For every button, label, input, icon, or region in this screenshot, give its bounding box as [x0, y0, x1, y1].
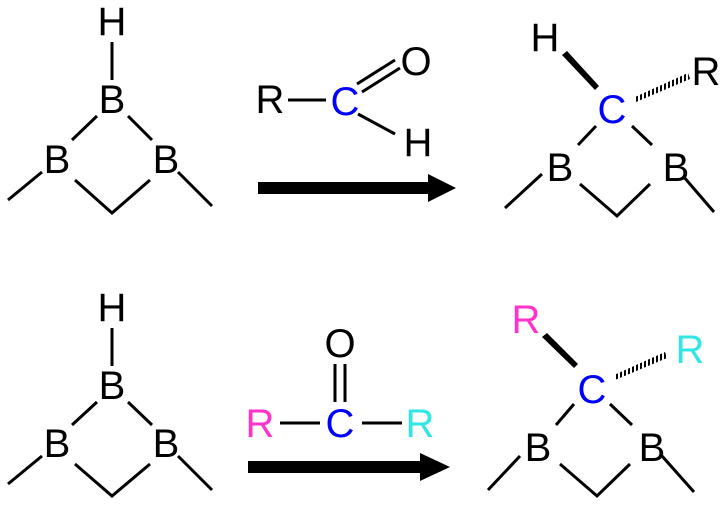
reactant-1-borane-cluster: H B B B: [7, 0, 214, 215]
boron-atom-left: B: [44, 422, 71, 466]
boron-atom-top: B: [99, 364, 126, 408]
r-group-magenta: R: [512, 298, 541, 342]
ketone-reagent: O C R R: [246, 322, 435, 446]
hydrogen-atom: H: [404, 121, 433, 165]
r-group-cyan: R: [406, 402, 435, 446]
hydrogen-atom: H: [531, 16, 560, 60]
r-group-cyan: R: [676, 328, 705, 372]
hydrogen-atom: H: [98, 0, 127, 44]
product-1: H C R B B: [503, 16, 721, 219]
reaction-arrow-2: [248, 453, 450, 481]
carbon-atom: C: [598, 88, 627, 132]
hydrogen-atom: H: [98, 286, 127, 330]
carbon-atom: C: [331, 80, 360, 124]
r-group-magenta: R: [246, 402, 275, 446]
oxygen-atom: O: [324, 322, 355, 366]
reactant-2-borane-cluster: H B B B: [7, 286, 214, 498]
hashed-bond: [614, 352, 667, 380]
boron-atom-left: B: [525, 426, 552, 470]
carbon-atom: C: [326, 402, 355, 446]
carbon-atom: C: [578, 368, 607, 412]
boron-atom-left: B: [44, 138, 71, 182]
boron-atom-right: B: [663, 146, 690, 190]
boron-atom-left: B: [547, 146, 574, 190]
hashed-bond: [635, 73, 690, 102]
reaction-arrow-1: [258, 174, 456, 202]
boron-atom-right: B: [153, 422, 180, 466]
boron-atom-right: B: [153, 138, 180, 182]
boron-atom-top: B: [99, 78, 126, 122]
aldehyde-reagent: R C O H: [256, 40, 433, 165]
wedge-bond: [542, 333, 578, 368]
r-group: R: [692, 50, 721, 94]
oxygen-atom: O: [400, 40, 431, 84]
boron-atom-right: B: [639, 426, 666, 470]
r-group: R: [256, 78, 285, 122]
product-2: R C R B B: [486, 298, 705, 499]
wedge-bond: [562, 51, 599, 90]
